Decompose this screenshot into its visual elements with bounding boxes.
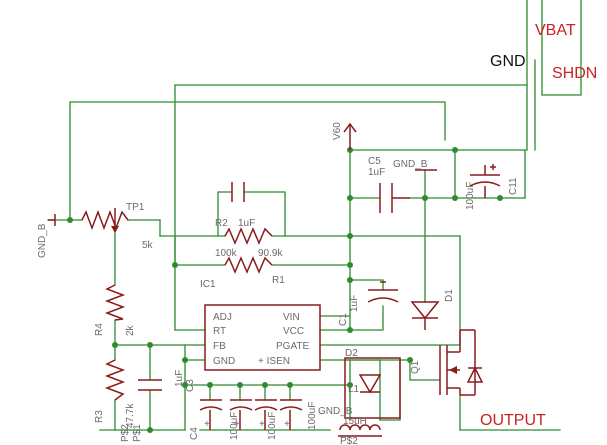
label-r2-value: 100k <box>215 248 238 259</box>
net-gnd: GND <box>490 53 526 70</box>
label-tp1: TP1 <box>126 202 145 213</box>
capacitor-c1 <box>367 281 399 303</box>
net-vbat: VBAT <box>535 22 576 39</box>
label-cap-100uf-3: 100uF <box>307 402 318 430</box>
capacitor-c5 <box>379 183 410 213</box>
inductor-l1 <box>338 424 382 437</box>
label-cap-100uf-2: 100uF <box>267 412 278 440</box>
capacitor-c3 <box>138 379 162 391</box>
svg-text:+: + <box>284 419 290 430</box>
diode-d1 <box>410 301 440 330</box>
resistor-r1 <box>224 256 273 274</box>
net-gnd-b-left: GND_B <box>37 223 48 258</box>
label-c5: C5 <box>368 156 381 167</box>
label-d1: D1 <box>444 289 455 302</box>
pin-pgate: PGATE <box>276 341 309 352</box>
label-c4: C4 <box>189 427 200 440</box>
label-r3-value: 47.7k <box>125 403 136 428</box>
label-p1: P$1 <box>132 424 143 442</box>
label-c11: C11 <box>508 177 519 195</box>
label-c3: C3 <box>185 379 196 392</box>
svg-text:+: + <box>259 419 265 430</box>
label-p2b: P$2 <box>340 436 358 445</box>
label-l1-value: 15uH <box>343 416 367 427</box>
part-labels: TP1 5k R4 2k R3 47.7k R2 1uF 100k 90.9k … <box>94 156 519 445</box>
pin-rt: RT <box>213 326 226 337</box>
label-d2: D2 <box>345 348 358 359</box>
potentiometer-tp1 <box>48 208 129 233</box>
label-l1: L1 <box>348 384 360 395</box>
label-c3-value: 1uF <box>174 370 185 387</box>
ic1-box <box>204 304 321 371</box>
net-output: OUTPUT <box>480 412 546 429</box>
net-gnd-b-bottom: GND_B <box>318 406 353 417</box>
label-c11-value: 100uF <box>465 182 476 210</box>
ic1-pin-labels: ADJ RT FB GND VIN VCC PGATE + ISEN <box>213 312 309 367</box>
junctions <box>67 147 503 433</box>
label-r4: R4 <box>94 323 105 336</box>
resistor-r3 <box>104 359 126 401</box>
pin-vin: VIN <box>283 312 300 323</box>
label-r1-value: 90.9k <box>258 248 283 259</box>
label-cap-100uf-1: 100uF <box>229 412 240 440</box>
label-c1-value: 1uF <box>349 295 360 312</box>
label-c5-value: 1uF <box>368 167 385 178</box>
label-r2-cap-value: 1uF <box>238 218 255 229</box>
pin-vcc: VCC <box>283 326 304 337</box>
wires <box>47 0 582 431</box>
label-q1: Q1 <box>410 360 421 374</box>
mosfet-q1 <box>439 329 484 396</box>
pin-isen: + ISEN <box>258 356 290 367</box>
label-r4-value: 2k <box>125 324 136 336</box>
svg-text:+: + <box>234 419 240 430</box>
label-r3: R3 <box>94 410 105 423</box>
pin-gnd: GND <box>213 356 235 367</box>
label-r2: R2 <box>215 218 228 229</box>
pin-fb: FB <box>213 341 226 352</box>
output-capacitors: + + + + <box>199 399 303 430</box>
capacitor-c11 <box>469 164 501 198</box>
pin-adj: ADJ <box>213 312 232 323</box>
label-tp1-value: 5k <box>142 240 154 251</box>
capacitor-r2-1uf <box>231 182 245 202</box>
v60-arrow <box>343 122 357 150</box>
label-ic1: IC1 <box>200 279 216 290</box>
svg-text:+: + <box>204 419 210 430</box>
label-p2: P$2 <box>120 424 131 442</box>
label-r1: R1 <box>272 275 285 286</box>
resistor-r4 <box>104 284 126 321</box>
net-v60: V60 <box>332 122 343 140</box>
net-gnd-b-top: GND_B <box>393 159 428 170</box>
resistor-r2 <box>224 227 273 245</box>
label-c1: C1 <box>338 313 349 326</box>
net-shdn: SHDN <box>552 65 597 82</box>
net-labels: VBAT GND SHDN OUTPUT GND_B GND_B GND_B V… <box>37 22 597 429</box>
diode-d2 <box>344 357 401 419</box>
